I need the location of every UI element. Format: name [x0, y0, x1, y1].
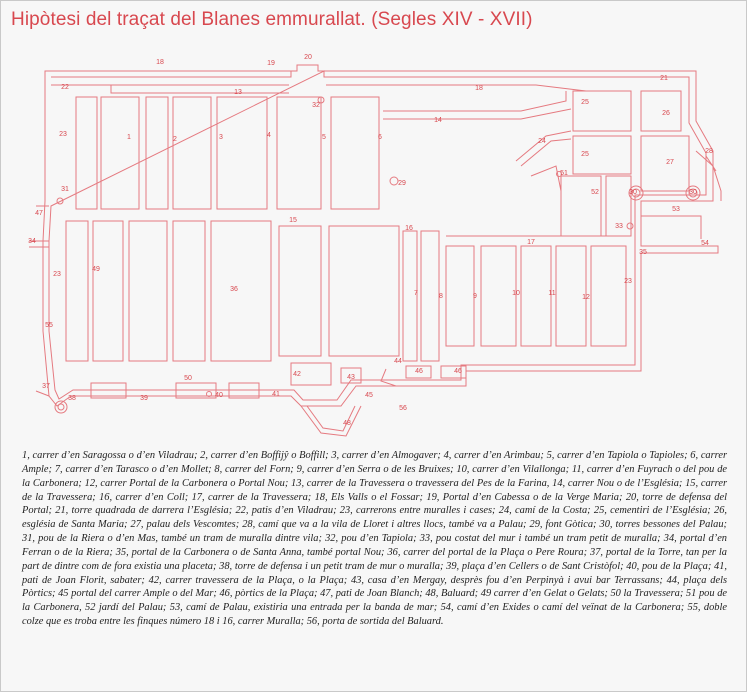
- map-label-10: 10: [512, 290, 520, 297]
- map-label-36: 36: [230, 286, 238, 293]
- map-label-25: 25: [581, 99, 589, 106]
- map-label-24: 24: [538, 138, 546, 145]
- map-label-17: 17: [527, 239, 535, 246]
- map-label-53: 53: [672, 206, 680, 213]
- map-label-2: 2: [173, 136, 177, 143]
- map-label-40: 40: [215, 392, 223, 399]
- map-label-52: 52: [591, 189, 599, 196]
- map-label-49: 49: [92, 266, 100, 273]
- map-label-41: 41: [272, 391, 280, 398]
- map-label-48: 48: [343, 420, 351, 427]
- map-label-11: 11: [548, 290, 555, 297]
- map-label-4: 4: [267, 132, 271, 139]
- map-label-28: 28: [705, 148, 713, 155]
- map-label-26: 26: [662, 110, 670, 117]
- map-label-15: 15: [289, 217, 297, 224]
- map-label-9: 9: [473, 293, 477, 300]
- map-label-13: 13: [234, 89, 242, 96]
- map-label-45: 45: [365, 392, 373, 399]
- map-label-30: 30: [629, 189, 637, 196]
- map-label-51: 51: [560, 170, 568, 177]
- map-label-7: 7: [414, 290, 418, 297]
- outer-wall: [42, 64, 719, 407]
- map-label-50: 50: [184, 375, 192, 382]
- map-label-22: 22: [61, 84, 69, 91]
- map-label-29: 29: [398, 180, 406, 187]
- map-label-46: 46: [415, 368, 423, 375]
- map-label-42: 42: [293, 371, 301, 378]
- map-label-27: 27: [666, 159, 674, 166]
- map-label-33: 33: [615, 223, 623, 230]
- map-label-1: 1: [127, 134, 131, 141]
- map-label-8: 8: [439, 293, 443, 300]
- map-label-23: 23: [53, 271, 61, 278]
- map-label-23: 23: [624, 278, 632, 285]
- map-label-18: 18: [475, 85, 483, 92]
- map-label-30: 30: [689, 189, 697, 196]
- map-label-55: 55: [45, 322, 53, 329]
- map-label-25: 25: [581, 151, 589, 158]
- map-label-3: 3: [219, 134, 223, 141]
- map-label-56: 56: [399, 405, 407, 412]
- map-label-21: 21: [660, 75, 668, 82]
- inner-wall: [48, 70, 707, 401]
- map-label-14: 14: [434, 117, 442, 124]
- map-label-47: 47: [35, 210, 43, 217]
- map-label-18: 18: [156, 59, 164, 66]
- map-label-46: 46: [454, 368, 462, 375]
- map-label-19: 19: [267, 60, 275, 67]
- figure-title: Hipòtesi del traçat del Blanes emmuralla…: [11, 9, 533, 30]
- map-label-34: 34: [28, 238, 36, 245]
- map-label-5: 5: [322, 134, 326, 141]
- map-label-12: 12: [582, 294, 590, 301]
- map-label-35: 35: [639, 249, 647, 256]
- legend-text: 1, carrer d’en Saragossa o d’en Viladrau…: [22, 450, 727, 628]
- map-label-54: 54: [701, 240, 709, 247]
- map-label-23: 23: [59, 131, 67, 138]
- map-label-39: 39: [140, 395, 148, 402]
- map-label-43: 43: [347, 374, 355, 381]
- map-label-32: 32: [312, 102, 320, 109]
- map-label-6: 6: [378, 134, 382, 141]
- map-label-20: 20: [304, 54, 312, 61]
- map-label-44: 44: [394, 358, 402, 365]
- map-label-37: 37: [42, 383, 50, 390]
- map-label-38: 38: [68, 395, 76, 402]
- map-label-16: 16: [405, 225, 413, 232]
- map-label-31: 31: [61, 186, 69, 193]
